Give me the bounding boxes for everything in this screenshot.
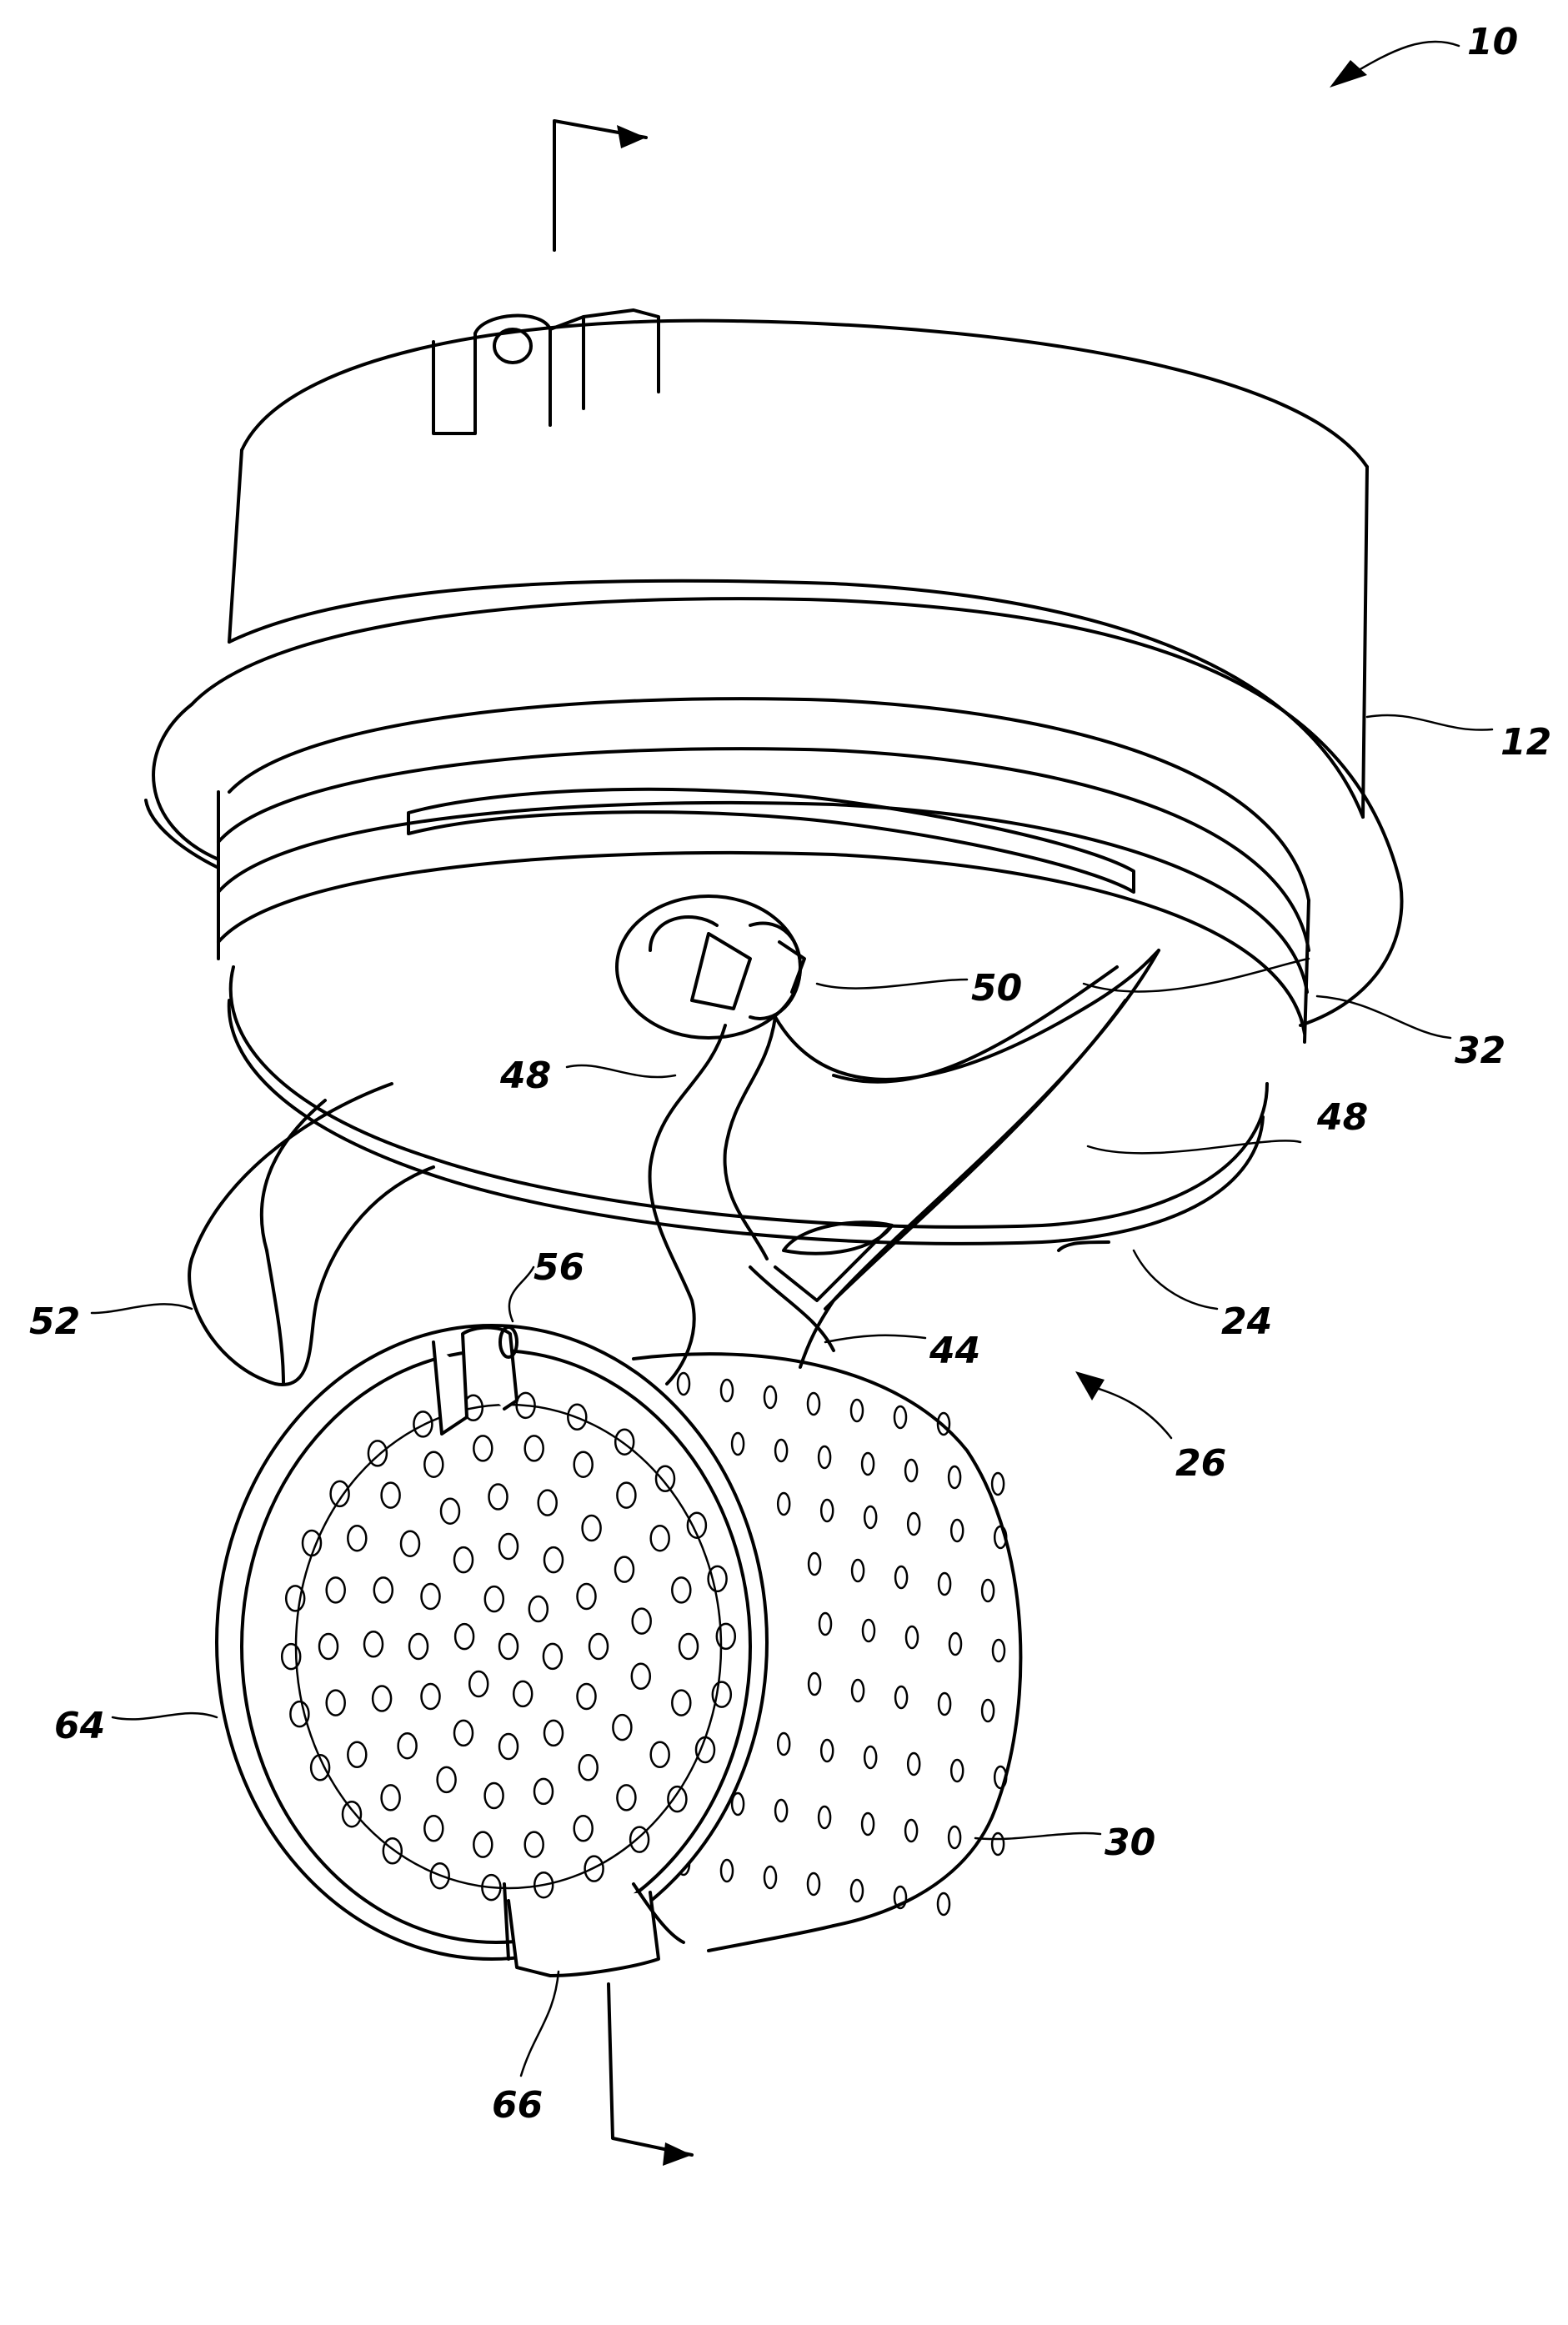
perforation-hole: [808, 1873, 819, 1895]
perforation-hole: [864, 1746, 876, 1768]
perforation-hole: [908, 1513, 919, 1535]
perforation-hole: [721, 1380, 733, 1401]
perforation-hole: [778, 1493, 789, 1515]
perforation-hole: [951, 1520, 963, 1541]
perforation-hole: [864, 1506, 876, 1528]
label-10: 10: [1467, 21, 1518, 63]
label-12: 12: [1500, 721, 1551, 764]
perforation-hole: [732, 1433, 744, 1455]
perforation-hole: [775, 1800, 787, 1821]
label-30: 30: [1105, 1821, 1155, 1864]
perforation-hole: [808, 1393, 819, 1415]
perforation-hole: [819, 1806, 830, 1828]
perforation-hole: [939, 1693, 950, 1715]
perforation-hole: [951, 1760, 963, 1781]
perforation-hole: [982, 1700, 994, 1721]
label-52: 52: [29, 1300, 80, 1343]
perforation-hole: [992, 1833, 1004, 1855]
perforation-hole: [949, 1633, 961, 1655]
perforation-hole: [939, 1573, 950, 1595]
flange: [146, 599, 1402, 1025]
perforation-hole: [906, 1626, 918, 1648]
perforation-hole: [764, 1867, 776, 1888]
perforation-hole: [851, 1400, 863, 1421]
label-26: 26: [1175, 1442, 1226, 1485]
perforation-hole: [992, 1473, 1004, 1495]
label-66: 66: [492, 2084, 543, 2127]
perforation-hole: [938, 1893, 949, 1915]
label-44: 44: [929, 1330, 980, 1372]
strainer-basket-30: [217, 1325, 1020, 1959]
label-64: 64: [54, 1705, 105, 1747]
label-56: 56: [534, 1246, 584, 1289]
perforation-hole: [852, 1680, 864, 1701]
perforation-hole: [949, 1466, 960, 1488]
perforation-hole: [721, 1860, 733, 1882]
perforation-hole: [852, 1560, 864, 1581]
label-48-right: 48: [1316, 1096, 1368, 1139]
label-32: 32: [1455, 1030, 1505, 1072]
perforation-hole: [863, 1620, 874, 1641]
perforation-hole: [905, 1820, 917, 1841]
perforation-hole: [678, 1373, 689, 1395]
perforation-hole: [862, 1453, 874, 1475]
label-48-left: 48: [499, 1055, 551, 1097]
perforation-hole: [895, 1686, 907, 1708]
perforation-hole: [775, 1440, 787, 1461]
perforation-hole: [809, 1673, 820, 1695]
perforation-hole: [851, 1880, 863, 1902]
perforation-hole: [908, 1753, 919, 1775]
perforation-hole: [764, 1386, 776, 1408]
arm-assembly: [650, 950, 1159, 1384]
perforation-hole: [862, 1813, 874, 1835]
housing-12: [229, 310, 1367, 817]
perforation-hole: [993, 1640, 1004, 1661]
perforation-hole: [821, 1500, 833, 1521]
perforation-hole: [778, 1733, 789, 1755]
label-24: 24: [1221, 1300, 1272, 1343]
perforation-hole: [821, 1740, 833, 1761]
perforation-hole: [819, 1613, 831, 1635]
perforation-hole: [982, 1580, 994, 1601]
perforation-hole: [895, 1566, 907, 1588]
lower-rim-24: [229, 967, 1267, 1250]
perforation-hole: [949, 1826, 960, 1848]
handle-52: [189, 1084, 433, 1385]
perforation-hole: [905, 1460, 917, 1481]
perforation-hole: [819, 1446, 830, 1468]
perforation-hole: [894, 1406, 906, 1428]
label-50: 50: [971, 967, 1022, 1010]
perforation-hole: [809, 1553, 820, 1575]
